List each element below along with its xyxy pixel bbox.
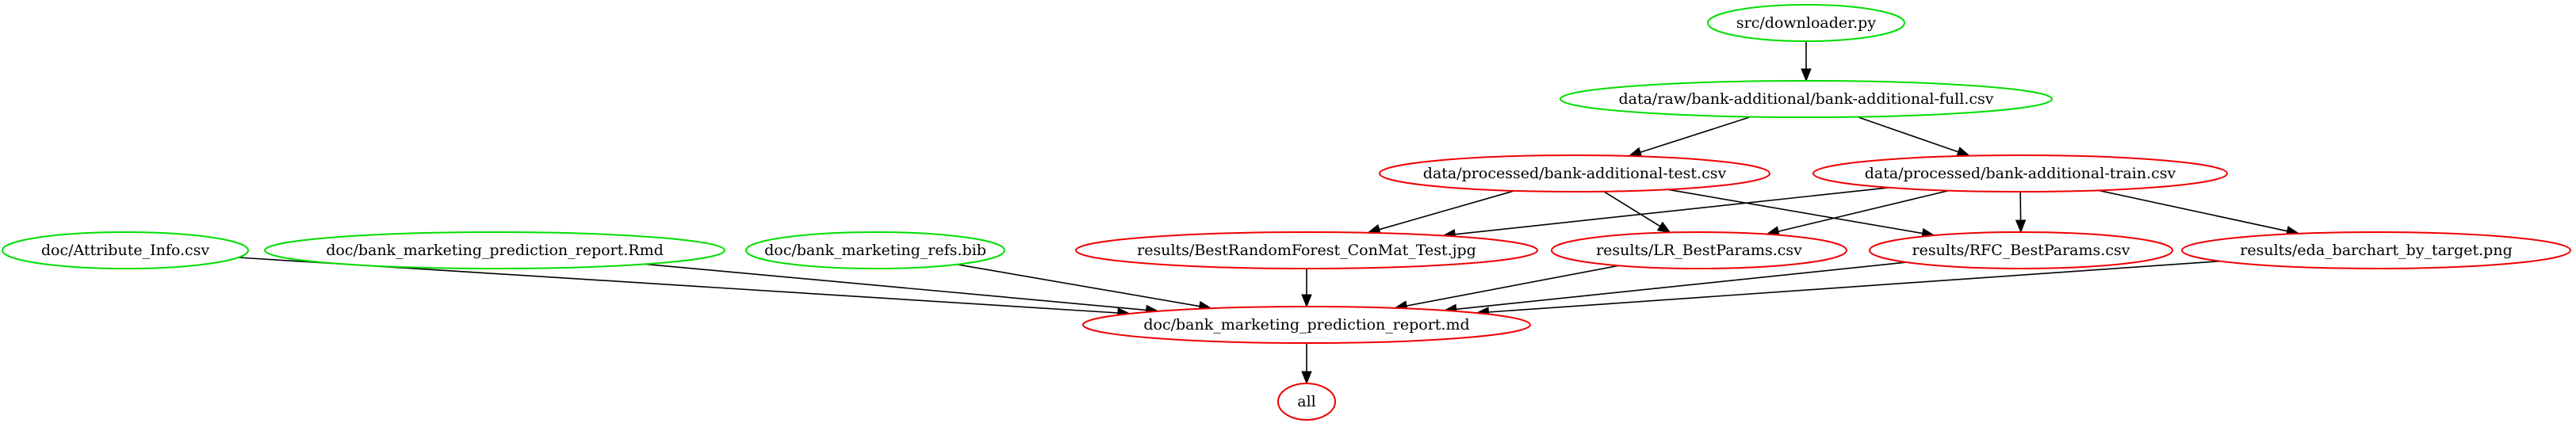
node-eda-barchart: results/eda_barchart_by_target.png	[2181, 231, 2571, 269]
edge-proc_train-to-rfc_params	[2015, 191, 2027, 234]
node-label: doc/Attribute_Info.csv	[41, 242, 210, 259]
node-ellipse	[1551, 231, 1847, 269]
node-proc-test: data/processed/bank-additional-test.csv	[1379, 154, 1770, 193]
node-refs-bib: doc/bank_marketing_refs.bib	[745, 231, 1005, 269]
edge-line	[1379, 190, 1515, 231]
edge-proc_test-to-rf_conmat	[1367, 190, 1515, 235]
node-attr-info: doc/Attribute_Info.csv	[2, 231, 249, 269]
node-ellipse	[1707, 4, 1905, 42]
node-ellipse	[745, 231, 1005, 269]
node-downloader: src/downloader.py	[1707, 4, 1905, 42]
edge-line	[645, 263, 1146, 311]
arrowhead	[1301, 294, 1312, 308]
edge-report_md-to-all	[1301, 343, 1312, 385]
edge-proc_train-to-eda_barchart	[2098, 189, 2300, 237]
arrowhead	[2015, 219, 2027, 234]
node-label: results/eda_barchart_by_target.png	[2240, 242, 2513, 259]
node-label: results/RFC_BestParams.csv	[1912, 242, 2130, 259]
edge-line	[1667, 189, 1923, 234]
node-label: all	[1297, 393, 1315, 410]
node-ellipse	[1812, 154, 2228, 193]
node-label: results/BestRandomForest_ConMat_Test.jpg	[1137, 242, 1476, 259]
edge-line	[1778, 189, 1950, 232]
edge-rf_conmat-to-report_md	[1301, 269, 1312, 308]
node-all: all	[1277, 383, 1336, 421]
node-report-md: doc/bank_marketing_prediction_report.md	[1082, 306, 1531, 344]
edge-raw_full-to-proc_train	[1857, 116, 1971, 157]
edge-report_rmd-to-report_md	[645, 263, 1160, 316]
node-raw-full: data/raw/bank-additional/bank-additional…	[1560, 80, 2053, 118]
edge-line	[1456, 261, 1907, 311]
node-label: data/processed/bank-additional-test.csv	[1423, 165, 1727, 182]
edge-raw_full-to-proc_test	[1628, 116, 1751, 158]
node-ellipse	[1379, 154, 1770, 193]
edge-proc_test-to-lr_params	[1603, 191, 1671, 234]
edge-line	[956, 264, 1200, 307]
node-ellipse	[1082, 306, 1531, 344]
node-label: data/processed/bank-additional-train.csv	[1865, 165, 2176, 182]
node-proc-train: data/processed/bank-additional-train.csv	[1812, 154, 2228, 193]
nodes-layer: src/downloader.py data/raw/bank-additiona…	[2, 4, 2571, 421]
edge-line	[1488, 260, 2221, 313]
edge-line	[1603, 191, 1661, 227]
edge-line	[1406, 265, 1619, 307]
node-label: doc/bank_marketing_prediction_report.Rmd	[326, 242, 664, 259]
node-label: src/downloader.py	[1736, 14, 1876, 32]
node-rf-conmat: results/BestRandomForest_ConMat_Test.jpg	[1075, 231, 1538, 269]
node-ellipse	[1075, 231, 1538, 269]
node-ellipse	[2181, 231, 2571, 269]
node-rfc-params: results/RFC_BestParams.csv	[1869, 231, 2173, 269]
node-ellipse	[1869, 231, 2173, 269]
arrowhead	[1301, 371, 1312, 385]
node-ellipse	[264, 231, 725, 269]
edge-line	[1454, 187, 1889, 235]
node-report-rmd: doc/bank_marketing_prediction_report.Rmd	[264, 231, 725, 269]
edge-line	[1857, 116, 1959, 153]
arrowhead	[1801, 68, 1812, 82]
node-ellipse	[1560, 80, 2053, 118]
edge-eda_barchart-to-report_md	[1476, 260, 2221, 318]
node-label: results/LR_BestParams.csv	[1596, 242, 1802, 259]
node-lr-params: results/LR_BestParams.csv	[1551, 231, 1847, 269]
edge-downloader-to-raw_full	[1801, 41, 1812, 82]
node-label: doc/bank_marketing_refs.bib	[764, 242, 986, 259]
arrowhead	[1656, 221, 1671, 234]
edges-layer	[238, 41, 2300, 385]
node-label: data/raw/bank-additional/bank-additional…	[1618, 90, 1993, 108]
edge-line	[2098, 189, 2287, 232]
node-label: doc/bank_marketing_prediction_report.md	[1143, 316, 1469, 334]
node-ellipse	[1277, 383, 1336, 421]
node-ellipse	[2, 231, 249, 269]
edge-line	[1640, 116, 1751, 154]
